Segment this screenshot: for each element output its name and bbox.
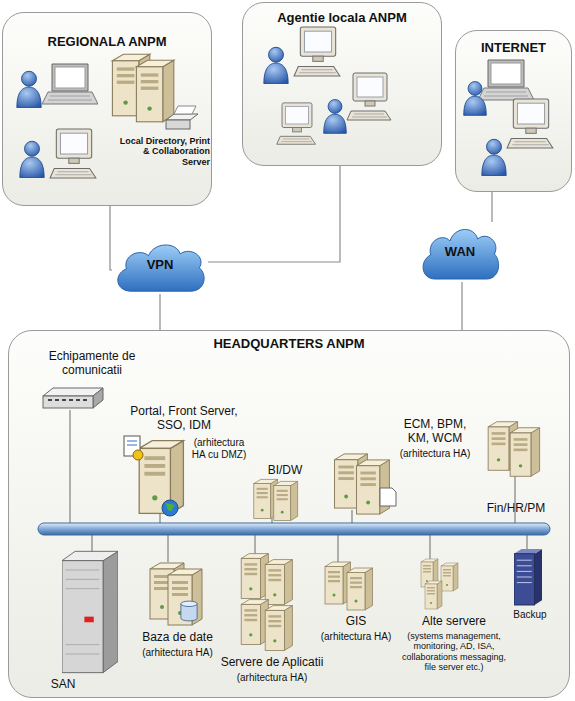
server-group: ECM, BPM, KM, WCM (arhitectura HA): [330, 418, 480, 528]
node-note: (systems management, monitoring, AD, ISA…: [398, 631, 510, 672]
network-link: [110, 206, 112, 270]
node-title: ECM, BPM, KM, WCM: [394, 418, 476, 446]
node-title: VPN: [112, 258, 208, 273]
server-group: GIS (arhitectura HA): [314, 555, 398, 650]
network-cloud: VPN: [112, 238, 208, 294]
server-group: Baza de date (arhitectura HA): [130, 555, 225, 665]
network-link: [159, 294, 160, 330]
server-caption: Local Directory, Print & Collaboration S…: [116, 136, 210, 167]
storage-group: SAN: [45, 548, 125, 698]
site-box: HEADQUARTERS ANPMEchipamente de comunica…: [8, 330, 570, 698]
node-title: Fin/HR/PM: [480, 502, 552, 516]
network-link: [208, 166, 340, 262]
network-link: [461, 282, 462, 330]
node-note: (arhitectura HA): [314, 631, 398, 643]
node-title: GIS: [314, 615, 398, 629]
node-title: Backup: [506, 609, 554, 621]
server-group: Fin/HR/PM: [480, 418, 552, 518]
server-group: BI/DW: [250, 464, 312, 524]
site-box: INTERNET: [455, 30, 572, 192]
node-title: Servere de Aplicatii: [212, 656, 332, 670]
node-title: SAN: [45, 678, 81, 692]
node-note: (arhitectura HA): [212, 672, 332, 684]
node-title: INTERNET: [456, 41, 571, 56]
network-cloud: WAN: [418, 222, 502, 282]
node-title: Portal, Front Server, SSO, IDM: [120, 405, 248, 433]
backup-group: Backup: [506, 545, 554, 625]
node-title: Agentie locala ANPM: [243, 11, 441, 26]
node-note: (arhitectura HA): [394, 448, 476, 460]
server-group: Alte servere (systems management, monitor…: [398, 555, 510, 695]
server-group: Portal, Front Server, SSO, IDM (arhitectu…: [120, 405, 295, 520]
node-title: Baza de date: [130, 631, 225, 645]
node-note: (arhitectura HA): [130, 647, 225, 659]
node-title: REGIONALA ANPM: [3, 35, 211, 50]
network-link: [491, 192, 492, 222]
node-title: BI/DW: [260, 464, 310, 478]
node-note: (arhitectura HA cu DMZ): [188, 437, 250, 460]
node-title: WAN: [418, 245, 502, 260]
server-group: Servere de Aplicatii (arhitectura HA): [212, 552, 332, 692]
device-group: Echipamente de comunicatii: [38, 350, 148, 412]
site-box: REGIONALA ANPM: [2, 12, 212, 206]
node-title: Alte servere: [398, 615, 510, 629]
node-title: Echipamente de comunicatii: [38, 350, 146, 378]
site-box: Agentie locala ANPM: [242, 2, 442, 166]
